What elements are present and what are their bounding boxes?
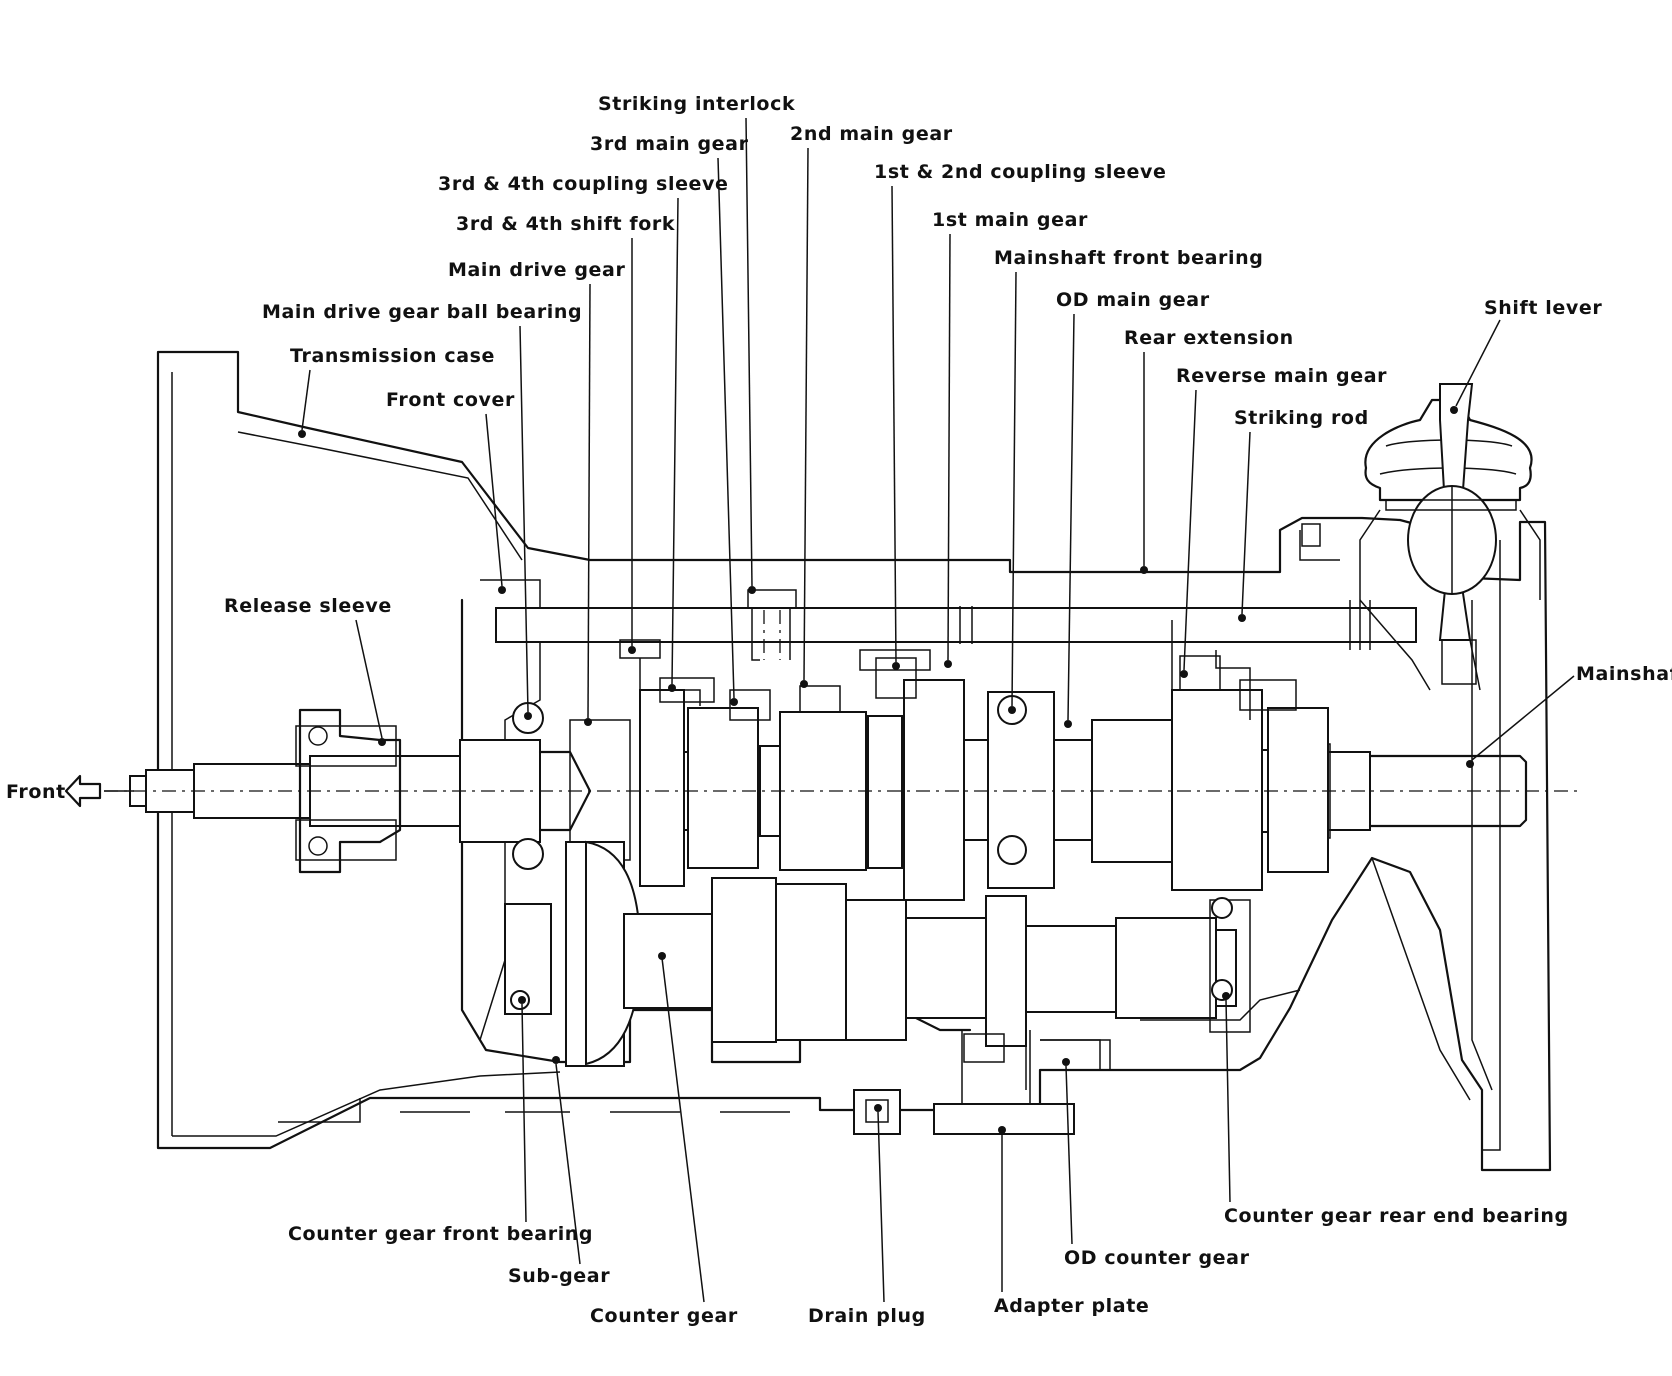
label-transmission-case: Transmission case xyxy=(290,345,495,438)
third-main-gear-label: 3rd main gear xyxy=(590,133,749,155)
label-main-drive-gear: Main drive gear xyxy=(448,259,625,726)
front-label: Front xyxy=(6,781,66,803)
label-second-main-gear: 2nd main gear xyxy=(790,123,953,688)
sub-gear-label: Sub-gear xyxy=(508,1265,610,1287)
front-direction-indicator: Front xyxy=(6,774,134,808)
transmission-drawing xyxy=(104,350,1580,1172)
mainshaft-label: Mainshaft xyxy=(1576,663,1672,685)
striking-interlock-label: Striking interlock xyxy=(598,93,795,115)
label-mainshaft: Mainshaft xyxy=(1466,663,1672,768)
rear-extension-label: Rear extension xyxy=(1124,327,1294,349)
od-main-gear-label: OD main gear xyxy=(1056,289,1210,311)
third-fourth-shift-fork-label: 3rd & 4th shift fork xyxy=(456,213,675,235)
label-third-fourth-shift-fork: 3rd & 4th shift fork xyxy=(456,213,675,654)
striking-rod-label: Striking rod xyxy=(1234,407,1369,429)
mainshaft-front-bearing-label: Mainshaft front bearing xyxy=(994,247,1263,269)
label-front-cover: Front cover xyxy=(386,389,515,594)
label-release-sleeve: Release sleeve xyxy=(224,595,392,746)
label-shift-lever: Shift lever xyxy=(1450,297,1602,414)
front-cover-label: Front cover xyxy=(386,389,515,411)
counter-gear-rear-end-bearing-label: Counter gear rear end bearing xyxy=(1224,1205,1569,1227)
label-adapter-plate: Adapter plate xyxy=(994,1126,1149,1317)
label-striking-rod: Striking rod xyxy=(1234,407,1369,622)
mainshaft-body xyxy=(639,739,1528,841)
third-fourth-coupling-sleeve-label: 3rd & 4th coupling sleeve xyxy=(438,173,729,195)
release-sleeve-label: Release sleeve xyxy=(224,595,392,617)
transmission-case-label: Transmission case xyxy=(290,345,495,367)
counter-gear-label: Counter gear xyxy=(590,1305,738,1327)
shift-lever-label: Shift lever xyxy=(1484,297,1602,319)
adapter-plate-and-drain-plug xyxy=(853,1030,1075,1135)
reverse-main-gear-label: Reverse main gear xyxy=(1176,365,1387,387)
drain-plug-label: Drain plug xyxy=(808,1305,926,1327)
label-drain-plug: Drain plug xyxy=(808,1104,926,1327)
main-drive-gear-label: Main drive gear xyxy=(448,259,625,281)
label-reverse-main-gear: Reverse main gear xyxy=(1176,365,1387,678)
counter-gear-assembly xyxy=(504,840,1251,1090)
label-counter-gear-rear-end-bearing: Counter gear rear end bearing xyxy=(1222,992,1569,1227)
counter-gear-front-bearing-label: Counter gear front bearing xyxy=(288,1223,593,1245)
label-rear-extension: Rear extension xyxy=(1124,327,1294,574)
label-counter-gear: Counter gear xyxy=(590,952,738,1327)
label-first-second-coupling-sleeve: 1st & 2nd coupling sleeve xyxy=(874,161,1166,670)
first-second-coupling-sleeve-label: 1st & 2nd coupling sleeve xyxy=(874,161,1166,183)
label-od-counter-gear: OD counter gear xyxy=(1062,1058,1250,1269)
second-main-gear-label: 2nd main gear xyxy=(790,123,953,145)
front-arrow-icon xyxy=(64,774,102,808)
label-third-main-gear: 3rd main gear xyxy=(590,133,749,706)
label-sub-gear: Sub-gear xyxy=(508,1056,610,1287)
label-first-main-gear: 1st main gear xyxy=(932,209,1088,668)
mainshaft-gears xyxy=(569,649,1329,901)
main-drive-gear-ball-bearing-label: Main drive gear ball bearing xyxy=(262,301,582,323)
first-main-gear-label: 1st main gear xyxy=(932,209,1088,231)
label-counter-gear-front-bearing: Counter gear front bearing xyxy=(288,996,593,1245)
shift-lever-tower xyxy=(1299,383,1541,691)
label-main-drive-gear-ball-bearing: Main drive gear ball bearing xyxy=(262,301,582,720)
label-striking-interlock: Striking interlock xyxy=(598,93,795,594)
label-mainshaft-front-bearing: Mainshaft front bearing xyxy=(994,247,1263,714)
adapter-plate-label: Adapter plate xyxy=(994,1295,1149,1317)
component-labels: Striking interlock 3rd main gear 2nd mai… xyxy=(224,93,1672,1327)
label-od-main-gear: OD main gear xyxy=(1056,289,1210,728)
label-third-fourth-coupling-sleeve: 3rd & 4th coupling sleeve xyxy=(438,173,729,692)
od-counter-gear-label: OD counter gear xyxy=(1064,1247,1250,1269)
